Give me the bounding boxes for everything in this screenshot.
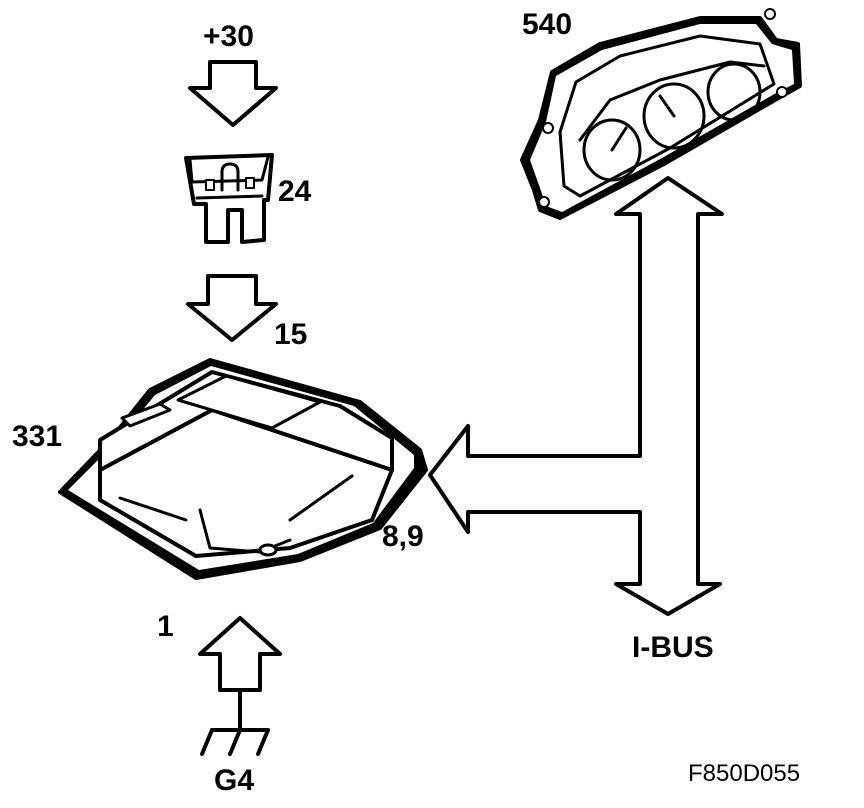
bus-label: I-BUS — [632, 631, 714, 664]
fuse-icon — [186, 155, 272, 242]
ignition-label: 15 — [274, 318, 308, 351]
fuse-label: 24 — [278, 175, 312, 208]
instrument-label: 540 — [522, 8, 573, 41]
bus-pins-label: 8,9 — [382, 520, 424, 553]
figure-code: F850D055 — [688, 760, 801, 787]
supply-arrow — [190, 62, 276, 125]
ground-label: G4 — [214, 764, 255, 797]
control-unit-label: 331 — [12, 420, 63, 453]
instrument-cluster-icon — [522, 9, 800, 218]
supply-label: +30 — [203, 20, 254, 53]
ground-arrow — [200, 618, 280, 690]
control-unit-icon — [60, 360, 426, 578]
ground-pin-label: 1 — [157, 610, 174, 643]
ignition-arrow — [188, 276, 276, 340]
bus-arrow — [430, 178, 722, 614]
ground-icon — [202, 690, 268, 754]
